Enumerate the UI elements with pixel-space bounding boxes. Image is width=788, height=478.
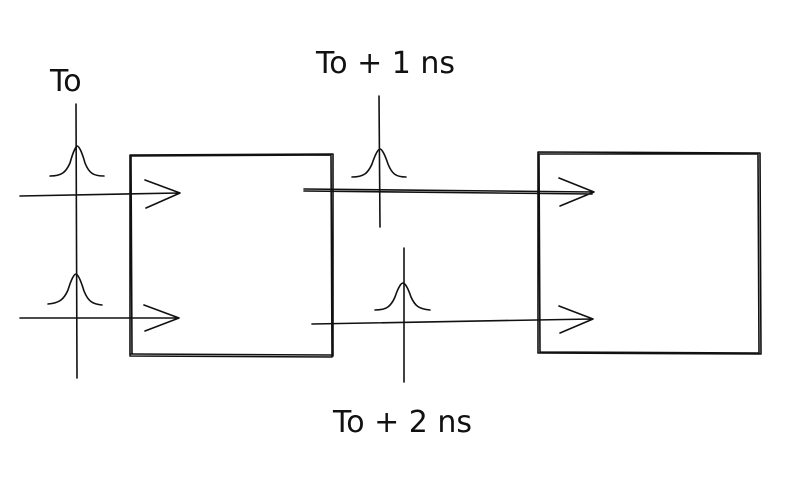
arrow-bottom-output — [311, 305, 594, 334]
arrow-top-output — [303, 177, 595, 207]
label-t0-plus-1: To + 1 ns — [315, 46, 455, 81]
arrow-bottom-input — [19, 304, 180, 332]
pulse-t0-plus-1 — [351, 148, 407, 178]
pulse-top-t0 — [49, 145, 105, 177]
marker-line-t0-plus-1 — [378, 95, 381, 228]
arrow-top-input — [19, 179, 181, 209]
block-2 — [537, 151, 762, 355]
pulse-t0-plus-2 — [374, 282, 431, 311]
pulse-bottom-t0 — [47, 273, 103, 306]
label-t0: To — [49, 64, 82, 99]
marker-line-t0 — [75, 103, 78, 379]
block-1 — [129, 153, 334, 358]
label-t0-plus-2: To + 2 ns — [332, 405, 472, 440]
